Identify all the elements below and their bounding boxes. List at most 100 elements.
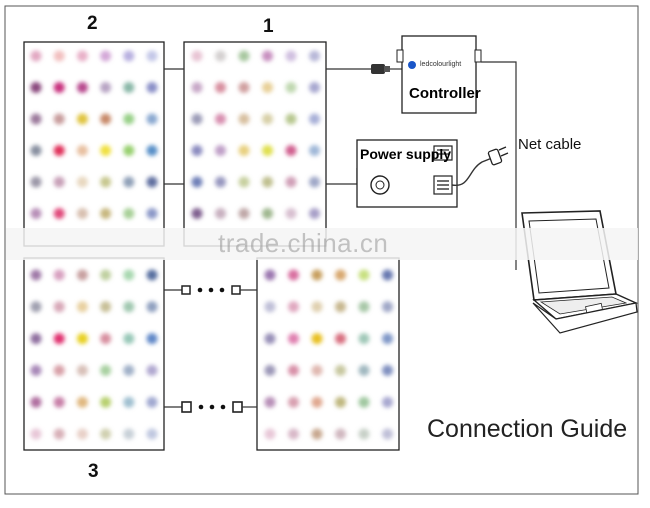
net-cable-wire: [481, 61, 517, 270]
led-dot: [100, 82, 112, 93]
led-dot: [191, 145, 203, 156]
led-dot: [30, 428, 42, 440]
led-dot: [100, 428, 112, 440]
led-dot: [100, 364, 112, 376]
led-dots-panel-2: [30, 50, 158, 219]
power-supply-label: Power supply: [360, 146, 452, 162]
led-dot: [335, 269, 346, 281]
led-dot: [53, 333, 65, 345]
led-dot: [311, 333, 323, 345]
led-dot: [123, 176, 135, 188]
led-dot: [191, 50, 203, 62]
led-dot: [53, 82, 65, 93]
led-dot: [262, 145, 273, 156]
watermark-band: [6, 228, 638, 260]
led-dot: [100, 301, 112, 313]
led-dot: [262, 176, 273, 188]
led-dot: [215, 145, 226, 156]
led-dot: [146, 82, 158, 93]
led-dot: [264, 428, 276, 440]
led-dot: [264, 301, 276, 313]
led-dot: [382, 333, 393, 345]
led-dot: [53, 145, 65, 156]
led-dot: [123, 301, 135, 313]
led-dot: [238, 176, 250, 188]
led-dot: [123, 113, 135, 125]
led-dot: [123, 396, 135, 408]
led-dot: [76, 145, 88, 156]
diagram-title: Connection Guide: [427, 415, 628, 443]
led-dot: [358, 269, 370, 281]
led-dot: [191, 82, 203, 93]
led-dot: [288, 333, 299, 345]
led-dots-panel-3: [30, 269, 158, 440]
led-dot: [100, 176, 112, 188]
led-dot: [215, 176, 226, 188]
led-dot: [288, 396, 299, 408]
led-dot: [288, 301, 299, 313]
led-dot: [288, 269, 299, 281]
led-dot: [76, 301, 88, 313]
led-dot: [76, 396, 88, 408]
led-dot: [146, 208, 158, 219]
led-dot: [30, 269, 42, 281]
led-dot: [215, 82, 226, 93]
led-dot: [76, 269, 88, 281]
led-dot: [100, 208, 112, 219]
led-dot: [30, 145, 42, 156]
led-dot: [53, 428, 65, 440]
led-dot: [285, 145, 297, 156]
led-dot: [76, 176, 88, 188]
led-panel-3: [23, 257, 165, 451]
led-dot: [146, 50, 158, 62]
led-dot: [335, 301, 346, 313]
led-dot: [191, 113, 203, 125]
led-dot: [238, 145, 250, 156]
led-dot: [238, 82, 250, 93]
led-dot: [311, 301, 323, 313]
led-dots-panel-4: [264, 269, 393, 440]
led-dot: [30, 113, 42, 125]
led-dot: [358, 301, 370, 313]
led-dot: [309, 176, 320, 188]
led-dot: [30, 301, 42, 313]
led-dot: [146, 364, 158, 376]
led-dot: [100, 113, 112, 125]
led-dot: [358, 428, 370, 440]
led-dot: [123, 50, 135, 62]
label-panel-2: 2: [87, 13, 98, 34]
led-dot: [264, 396, 276, 408]
led-dot: [30, 364, 42, 376]
led-dot: [100, 269, 112, 281]
led-dot: [30, 208, 42, 219]
led-dot: [146, 301, 158, 313]
wire-panel1-powersupply: [326, 168, 358, 185]
led-dot: [382, 301, 393, 313]
led-dot: [262, 50, 273, 62]
led-dot: [100, 333, 112, 345]
led-panel-4: [256, 257, 400, 451]
led-dot: [123, 208, 135, 219]
led-dot: [191, 208, 203, 219]
led-dot: [285, 113, 297, 125]
led-dot: [53, 396, 65, 408]
led-dot: [76, 82, 88, 93]
led-dot: [238, 50, 250, 62]
led-dot: [335, 364, 346, 376]
led-dot: [358, 396, 370, 408]
led-panel-1: [183, 41, 327, 247]
led-dot: [30, 50, 42, 62]
led-panel-2: [23, 41, 165, 247]
led-dot: [309, 208, 320, 219]
link-panel3-panel4-bottom: [164, 401, 257, 413]
led-dot: [262, 82, 273, 93]
watermark-text: trade.china.cn: [218, 228, 389, 258]
controller-label: Controller: [409, 85, 481, 102]
led-dot: [76, 333, 88, 345]
link-panel3-panel4-top: [164, 285, 257, 295]
led-dot: [309, 82, 320, 93]
led-dot: [53, 208, 65, 219]
led-dot: [123, 82, 135, 93]
led-dot: [238, 113, 250, 125]
